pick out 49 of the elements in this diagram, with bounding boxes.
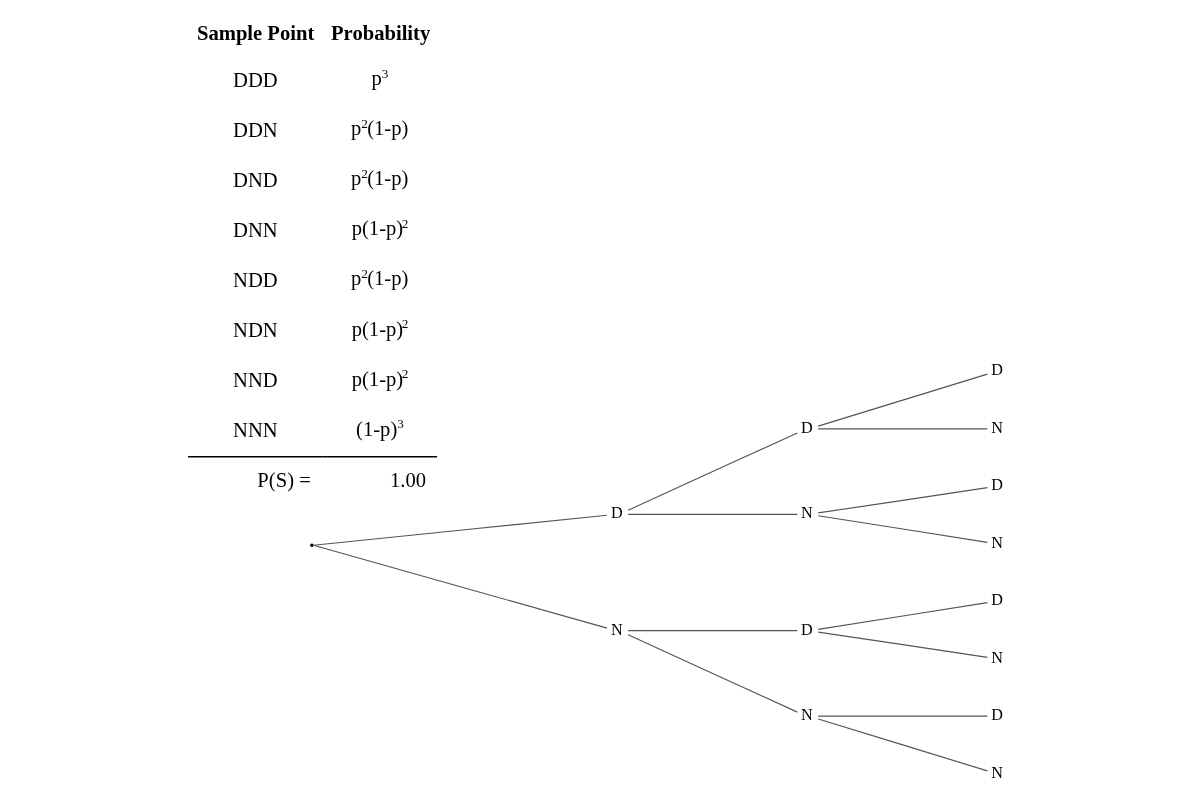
label: NND	[232, 369, 278, 392]
label: NNN	[232, 419, 278, 442]
label: p$^{2}$(1-p)	[350, 115, 408, 140]
label: DDD	[232, 68, 278, 91]
connector	[312, 514, 608, 546]
label: (1-p)$^{3}$	[355, 416, 404, 440]
label: DNN	[232, 218, 278, 241]
label: p(1-p)$^{2}$	[351, 366, 408, 390]
node-text: D	[800, 418, 813, 437]
label: Probability	[330, 22, 430, 45]
label: p(1-p)$^{2}$	[351, 316, 408, 340]
connector	[817, 602, 988, 630]
connector	[817, 718, 988, 772]
connector	[312, 544, 608, 629]
connector	[627, 634, 798, 713]
node-text: N	[990, 648, 1003, 667]
label: NDD	[232, 268, 278, 291]
label: DDN	[232, 118, 278, 141]
label: p$^{2}$(1-p)	[350, 265, 408, 290]
connector	[627, 513, 798, 515]
node-point	[309, 543, 314, 548]
label: NDN	[232, 319, 278, 342]
connector	[627, 630, 798, 632]
connector	[627, 432, 798, 511]
node-text: N	[990, 763, 1003, 782]
node-text: D	[610, 504, 623, 523]
node-text: D	[990, 361, 1003, 380]
connector	[817, 428, 988, 430]
node-text: N	[800, 706, 813, 725]
node-text: D	[990, 591, 1003, 610]
label: P(S) =	[256, 469, 311, 492]
label: p$^{2}$(1-p)	[350, 165, 408, 190]
connector	[817, 515, 988, 543]
node-text: D	[800, 620, 813, 639]
label: Sample Point	[196, 22, 314, 45]
connector	[817, 373, 988, 427]
node-text: D	[990, 706, 1003, 725]
connector	[817, 715, 988, 717]
label: DND	[232, 168, 278, 191]
node-text: N	[990, 418, 1003, 437]
node-text: D	[990, 476, 1003, 495]
node-text: N	[990, 533, 1003, 552]
connector	[817, 487, 988, 514]
label: p(1-p)$^{2}$	[351, 215, 408, 240]
label: p$^{3}$	[371, 65, 388, 90]
connector	[817, 631, 988, 658]
node-text: N	[800, 504, 813, 523]
label: 1.00	[389, 469, 426, 492]
node-text: N	[610, 620, 623, 639]
